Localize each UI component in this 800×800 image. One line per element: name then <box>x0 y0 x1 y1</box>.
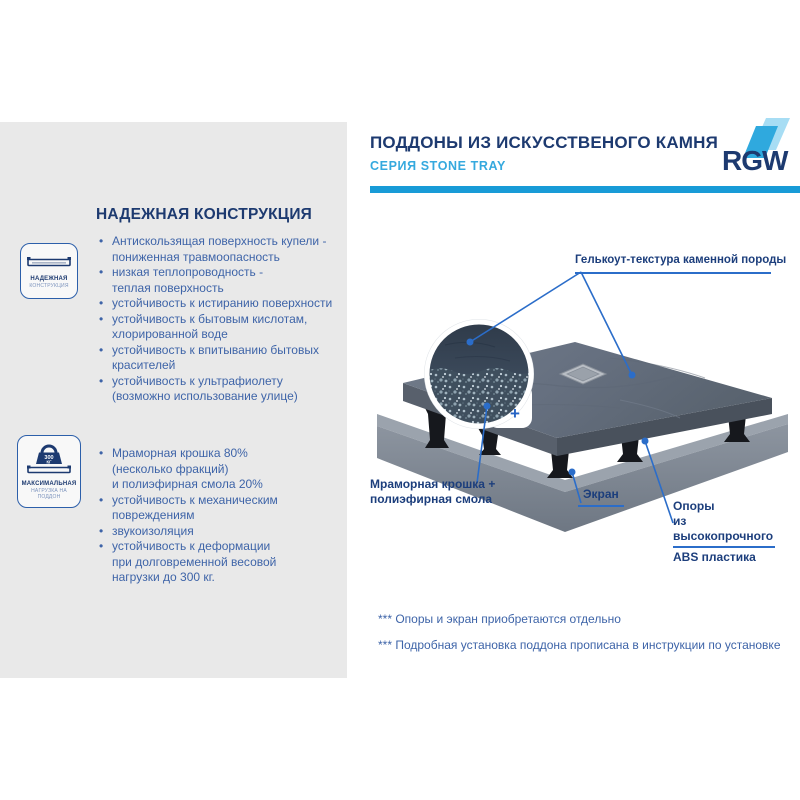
badge-label-light: КОНСТРУКЦИЯ <box>29 282 69 289</box>
product-diagram: + <box>377 271 788 532</box>
badge-reliable-construction: НАДЕЖНАЯ КОНСТРУКЦИЯ <box>20 243 78 299</box>
logo-text: RGW <box>722 145 789 176</box>
list-item: низкая теплопроводность - теплая поверхн… <box>99 265 347 296</box>
rgw-logo: RGW <box>720 116 798 178</box>
zoom-plus-icon: + <box>510 404 520 423</box>
sidebar-heading: НАДЕЖНАЯ КОНСТРУКЦИЯ <box>96 206 313 223</box>
label-screen: Экран <box>578 487 624 507</box>
texture-magnifier-lens <box>424 319 534 429</box>
list-item: устойчивость к бытовым кислотам, хлориро… <box>99 312 347 343</box>
page-title: ПОДДОНЫ ИЗ ИСКУССТВЕНОГО КАМНЯ <box>370 133 719 152</box>
tray-front-right-face <box>557 398 772 456</box>
label-supports: Опоры из высокопрочного ABS пластика <box>673 499 775 565</box>
list-item: устойчивость к механическим повреждениям <box>99 493 347 524</box>
screen-panel <box>377 414 788 532</box>
label-marble-resin: Мраморная крошка + полиэфирная смола <box>370 477 496 506</box>
badge-max-load: 300 КГ МАКСИМАЛЬНАЯ НАГРУЗКА НА ПОДДОН <box>17 435 81 508</box>
shower-tray-profile-icon <box>25 254 73 274</box>
feature-list-material: Мраморная крошка 80% (несколько фракций)… <box>96 446 347 586</box>
footnote-installation-manual: *** Подробная установка поддона прописан… <box>378 638 781 652</box>
feature-list-surface: Антискользящая поверхность купели - пони… <box>96 234 347 405</box>
badge-label-bold: НАДЕЖНАЯ <box>30 275 68 282</box>
list-item: устойчивость к истиранию поверхности <box>99 296 347 312</box>
list-item: устойчивость к деформации при долговреме… <box>99 539 347 586</box>
leader-lines <box>469 271 674 524</box>
list-item: звукоизоляция <box>99 524 347 540</box>
label-supports-line2: из высокопрочного <box>673 514 775 548</box>
label-gelcoat-texture: Гелькоут-текстура каменной породы <box>575 253 786 274</box>
list-item: Антискользящая поверхность купели - пони… <box>99 234 347 265</box>
label-supports-line3: ABS пластика <box>673 550 756 564</box>
badge-label-light: НАГРУЗКА НА ПОДДОН <box>31 487 67 500</box>
list-item: Мраморная крошка 80% (несколько фракций)… <box>99 446 347 493</box>
drain-cover <box>558 363 608 385</box>
series-subtitle: СЕРИЯ STONE TRAY <box>370 159 506 173</box>
label-supports-line1: Опоры <box>673 499 715 513</box>
accent-bar <box>370 186 800 193</box>
weight-value-top: 300 <box>44 455 53 461</box>
leader-dots <box>466 338 649 476</box>
logo-parallelogram-dark <box>743 126 778 158</box>
list-item: устойчивость к ультрафиолету (возможно и… <box>99 374 347 405</box>
list-item: устойчивость к впитыванию бытовых красит… <box>99 343 347 374</box>
footnote-supports-sold-separately: *** Опоры и экран приобретаются отдельно <box>378 612 621 626</box>
weight-value-unit: КГ <box>47 459 53 464</box>
weight-300kg-icon: 300 КГ <box>25 444 73 479</box>
badge-label-bold: МАКСИМАЛЬНАЯ <box>21 480 77 487</box>
